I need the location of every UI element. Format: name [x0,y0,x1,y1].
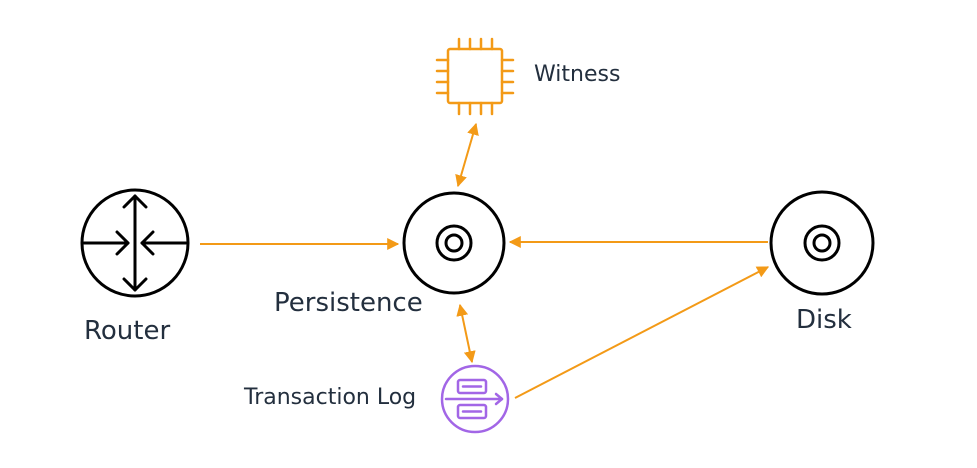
witness-label: Witness [534,62,621,87]
edge-transaction-log-to-disk [514,266,770,399]
edge-witness-persistence [455,122,479,188]
disk-icon [769,190,875,296]
persistence-disk-icon [402,191,506,295]
log-stream-icon [440,364,510,434]
router-icon [80,188,190,298]
edges [200,122,770,399]
persistence-label: Persistence [274,288,423,318]
processor-chip-icon [435,37,515,116]
router-label: Router [84,316,171,346]
edge-persistence-transaction-log [456,303,476,364]
transaction-log-label: Transaction Log [244,385,417,410]
disk-label: Disk [796,305,852,335]
